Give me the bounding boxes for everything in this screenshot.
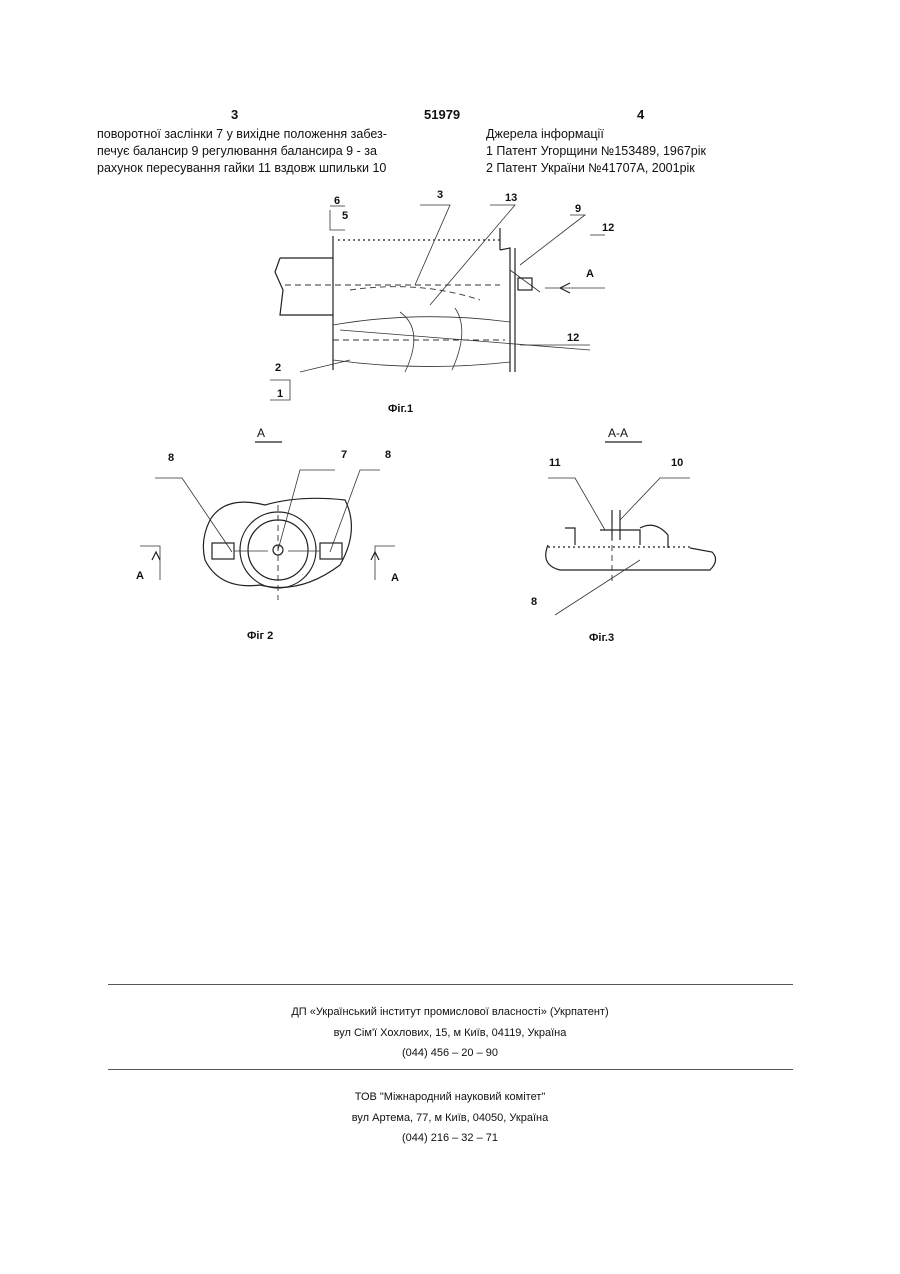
fig1-label-4: 5 bbox=[342, 210, 348, 222]
fig1-drawing bbox=[270, 205, 605, 400]
org1-phone: (044) 456 – 20 – 90 bbox=[0, 1047, 900, 1059]
org2-address: вул Артема, 77, м Київ, 04050, Україна bbox=[0, 1112, 900, 1124]
fig3-view-title: А-А bbox=[608, 426, 628, 440]
fig3-label-10: 10 bbox=[671, 457, 683, 469]
fig1-label-5: 6 bbox=[334, 195, 340, 207]
footer-rule-middle bbox=[108, 1069, 793, 1070]
fig3-drawing bbox=[546, 442, 716, 615]
fig1-label-2: 2 bbox=[275, 362, 281, 374]
fig1-label-1: 1 bbox=[277, 388, 283, 400]
fig2-section-mark-left: А bbox=[136, 570, 144, 582]
org2-name: ТОВ "Міжнародний науковий комітет" bbox=[0, 1091, 900, 1103]
fig2-label-7: 7 bbox=[341, 449, 347, 461]
fig1-label-a: A bbox=[586, 268, 594, 280]
fig2-view-title: А bbox=[257, 426, 265, 440]
footer-rule-top bbox=[108, 984, 793, 985]
patent-drawings bbox=[0, 0, 900, 700]
org2-phone: (044) 216 – 32 – 71 bbox=[0, 1132, 900, 1144]
fig2-drawing bbox=[140, 442, 395, 600]
fig1-label-12-visible: 12 bbox=[567, 332, 579, 344]
fig2-section-mark-right: А bbox=[391, 572, 399, 584]
fig2-label-8-right: 8 bbox=[385, 449, 391, 461]
fig1-label-13: 13 bbox=[505, 192, 517, 204]
fig2-label-8-left: 8 bbox=[168, 452, 174, 464]
fig2-caption: Фіг 2 bbox=[247, 630, 273, 642]
fig3-caption: Фіг.3 bbox=[589, 632, 614, 644]
fig1-caption: Фіг.1 bbox=[388, 403, 413, 415]
fig1-label-6: 9 bbox=[575, 203, 581, 215]
fig3-label-11: 11 bbox=[549, 457, 561, 469]
fig1-label-3: 3 bbox=[437, 189, 443, 201]
org1-address: вул Сім'ї Хохлових, 15, м Київ, 04119, У… bbox=[0, 1027, 900, 1039]
org1-name: ДП «Український інститут промислової вла… bbox=[0, 1006, 900, 1018]
fig3-label-8: 8 bbox=[531, 596, 537, 608]
fig1-label-9: 12 bbox=[602, 222, 614, 234]
